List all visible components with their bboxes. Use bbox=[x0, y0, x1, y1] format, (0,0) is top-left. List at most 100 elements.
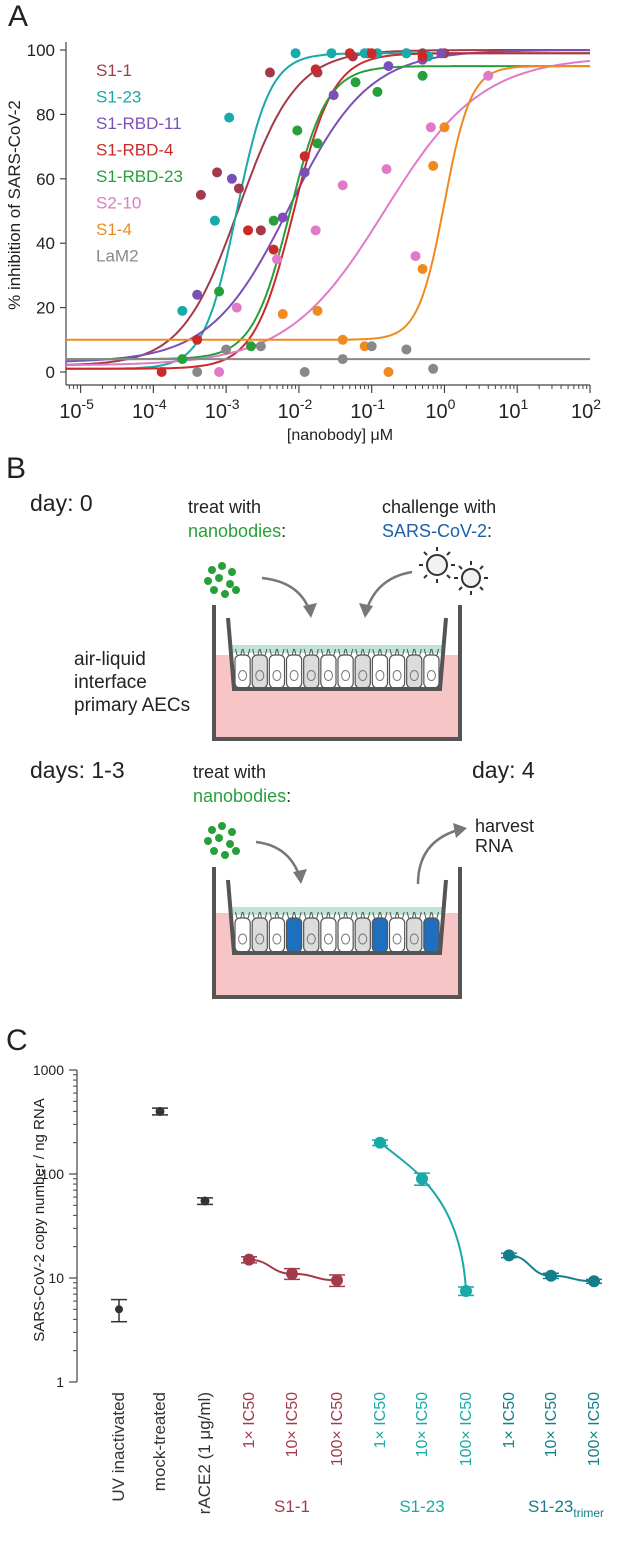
cell-nucleus bbox=[375, 670, 385, 681]
data-point-s1-rbd-23 bbox=[292, 125, 303, 136]
c-data-point bbox=[416, 1172, 428, 1185]
cilium bbox=[240, 911, 243, 919]
group-label-s1-23-trimer: S1-23trimer bbox=[528, 1497, 604, 1520]
epithelial-cell bbox=[268, 654, 286, 689]
days13-label: days: 1-3 bbox=[30, 757, 125, 783]
epithelial-cell bbox=[303, 654, 320, 689]
cilium bbox=[328, 648, 331, 656]
cilium bbox=[402, 648, 405, 656]
cilium bbox=[264, 911, 268, 919]
data-point-s2-10 bbox=[214, 367, 225, 377]
cilium bbox=[311, 648, 314, 656]
cilium bbox=[377, 648, 381, 656]
data-point-s1-rbd-23 bbox=[372, 86, 383, 97]
data-point-s2-10 bbox=[410, 251, 421, 262]
cilium bbox=[242, 648, 245, 656]
cilium bbox=[259, 648, 263, 656]
epithelial-cell bbox=[303, 917, 320, 953]
cilium bbox=[345, 648, 348, 656]
c-data-point bbox=[374, 1136, 386, 1149]
epithelial-cell bbox=[388, 654, 406, 689]
c-data-point bbox=[588, 1275, 600, 1288]
cilium bbox=[411, 911, 415, 919]
x-tick-base: 10 bbox=[425, 401, 447, 423]
x-tick-base: 10 bbox=[571, 401, 593, 423]
cilium bbox=[431, 911, 434, 919]
cilium bbox=[429, 911, 432, 919]
data-point-s1-rbd-11 bbox=[436, 48, 447, 59]
colon-top-treat: : bbox=[281, 521, 286, 541]
cilium bbox=[240, 648, 243, 656]
epithelial-cell bbox=[337, 917, 354, 953]
cilium bbox=[345, 911, 348, 919]
cilium bbox=[257, 648, 260, 656]
legend-entry-s1-4: S1-4 bbox=[96, 220, 132, 239]
x-tick-base: 10 bbox=[205, 401, 227, 423]
cilium bbox=[252, 648, 255, 656]
cell-nucleus bbox=[255, 933, 265, 945]
c-x-category-label: 100× IC50 bbox=[329, 1392, 346, 1466]
data-point-s1-4 bbox=[417, 263, 428, 274]
cilium bbox=[367, 911, 371, 919]
cilium bbox=[396, 648, 400, 656]
data-point-s1-23 bbox=[326, 48, 337, 59]
data-point-s1-rbd-23 bbox=[417, 70, 428, 81]
data-point-s1-4 bbox=[383, 367, 394, 377]
treat-label-top: treat with bbox=[188, 497, 261, 517]
y-tick-label: 100 bbox=[27, 41, 55, 60]
ali-label-line1: air-liquid bbox=[74, 649, 146, 670]
cilium bbox=[320, 911, 324, 919]
cilium bbox=[343, 911, 346, 919]
panel-a: A % inhibition of SARS-CoV-2 02040608010… bbox=[5, 0, 601, 444]
cilium bbox=[311, 911, 314, 919]
cilium bbox=[328, 911, 331, 919]
epithelial-cell bbox=[268, 917, 286, 953]
data-point-s1-1 bbox=[195, 189, 206, 200]
cilium bbox=[274, 648, 278, 656]
cilium bbox=[299, 648, 302, 656]
epithelial-cell bbox=[234, 917, 251, 953]
legend-entry-s1-1: S1-1 bbox=[96, 61, 132, 80]
cilium bbox=[269, 911, 272, 919]
cell-nucleus bbox=[358, 670, 368, 681]
panel-c: C SARS-CoV-2 copy number / ng RNA 110100… bbox=[6, 1024, 604, 1520]
cilium bbox=[291, 911, 295, 919]
x-tick-exponent: 2 bbox=[593, 396, 601, 412]
day4-label: day: 4 bbox=[472, 757, 535, 783]
arrowhead-treat-bottom bbox=[293, 869, 307, 884]
data-point-s1-23 bbox=[401, 48, 412, 59]
panel-b-letter: B bbox=[6, 452, 26, 485]
nanobody-cluster-icon-bottom bbox=[204, 822, 240, 859]
data-point-s1-4 bbox=[337, 334, 348, 345]
data-point-s1-rbd-11 bbox=[328, 90, 339, 101]
arrowhead-harvest bbox=[453, 823, 467, 838]
arrowhead-challenge bbox=[359, 603, 373, 618]
panel-c-letter: C bbox=[6, 1024, 28, 1057]
data-point-s1-23 bbox=[359, 48, 370, 59]
y-tick-label: 80 bbox=[36, 105, 55, 124]
data-point-s2-10 bbox=[381, 164, 392, 175]
c-data-point bbox=[331, 1274, 343, 1287]
c-data-point bbox=[115, 1305, 123, 1314]
data-point-s1-4 bbox=[359, 341, 370, 352]
legend-entry-s1-rbd-23: S1-RBD-23 bbox=[96, 167, 183, 186]
panel-a-letter: A bbox=[8, 0, 28, 33]
cilium bbox=[252, 911, 255, 919]
cilium bbox=[338, 911, 341, 919]
cilium bbox=[235, 911, 238, 919]
data-point-s1-rbd-23 bbox=[268, 215, 279, 226]
fit-curve-s2-10 bbox=[66, 59, 591, 367]
data-point-lam2 bbox=[366, 341, 377, 352]
cilium bbox=[259, 911, 263, 919]
data-point-s1-4 bbox=[312, 305, 323, 316]
c-data-point bbox=[200, 1196, 210, 1206]
data-point-s2-10 bbox=[231, 302, 242, 313]
epithelial-cell bbox=[320, 917, 337, 953]
cilium bbox=[247, 911, 251, 919]
x-tick-base: 10 bbox=[278, 401, 300, 423]
cilium bbox=[308, 648, 312, 656]
arrowhead-treat-top bbox=[303, 603, 317, 618]
cell-nucleus bbox=[306, 670, 316, 681]
epithelial-cell bbox=[423, 654, 440, 689]
